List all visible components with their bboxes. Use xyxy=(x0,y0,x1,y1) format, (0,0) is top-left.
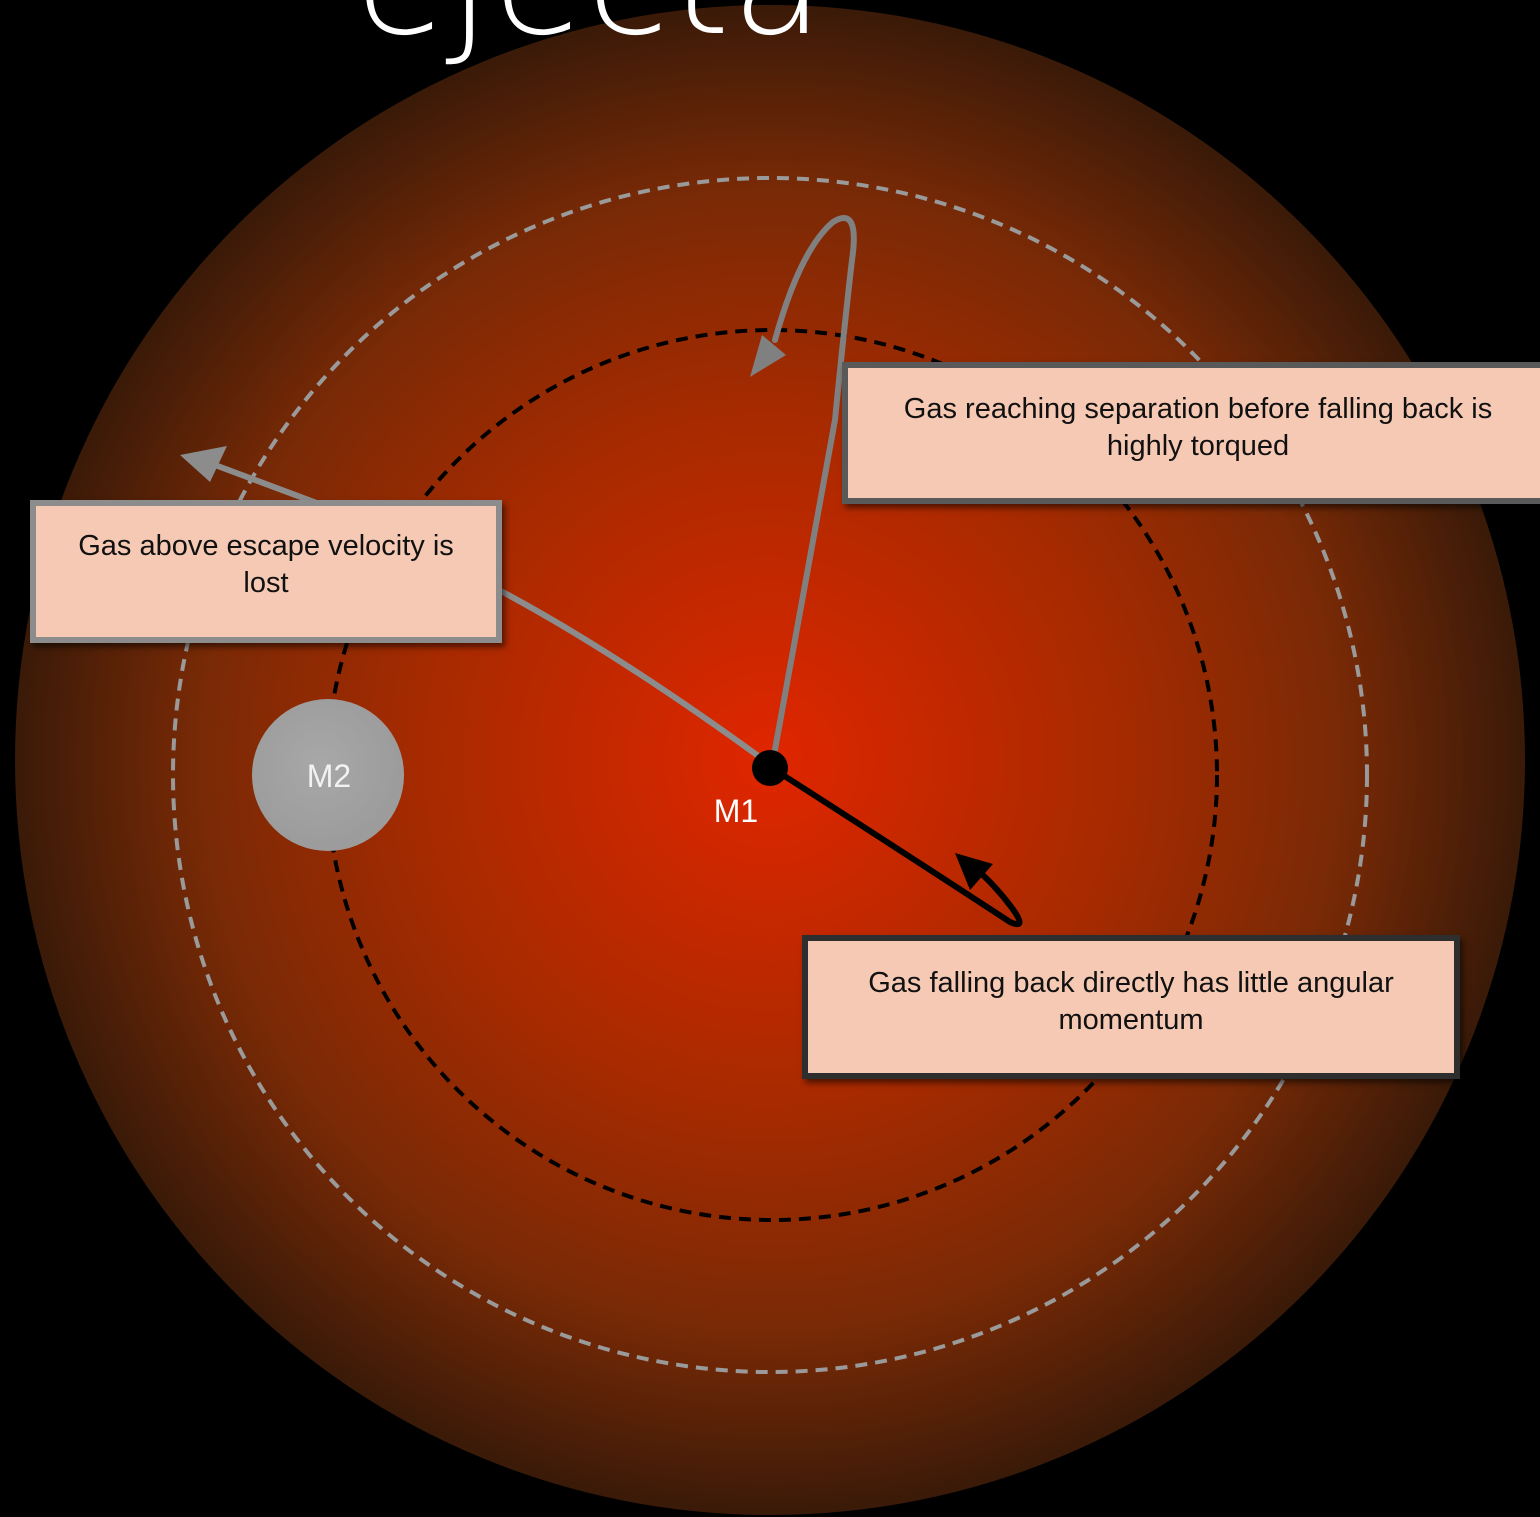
fallback-callout: Gas falling back directly has little ang… xyxy=(802,935,1460,1079)
m1-label: M1 xyxy=(713,793,759,829)
m1-core xyxy=(752,750,788,786)
escape-callout-text: Gas above escape velocity is lost xyxy=(78,529,454,599)
escape-arrow-icon xyxy=(180,446,227,482)
fallback-path xyxy=(769,765,1023,928)
fallback-callout-text: Gas falling back directly has little ang… xyxy=(868,967,1394,1036)
outer-orbit-dashed xyxy=(171,176,1369,1374)
binary-orbit-dashed xyxy=(325,328,1219,1222)
fallback-arrow-icon xyxy=(955,853,993,890)
m2-label: M2 xyxy=(306,758,352,794)
torqued-callout: Gas reaching separation before falling b… xyxy=(842,362,1540,504)
escape-callout: Gas above escape velocity is lost xyxy=(30,500,502,643)
torqued-arrow-icon xyxy=(750,335,786,377)
torqued-path xyxy=(750,215,857,769)
torqued-callout-text: Gas reaching separation before falling b… xyxy=(903,393,1493,462)
m2-companion xyxy=(252,699,404,851)
slide-title: ejecta xyxy=(330,0,850,82)
